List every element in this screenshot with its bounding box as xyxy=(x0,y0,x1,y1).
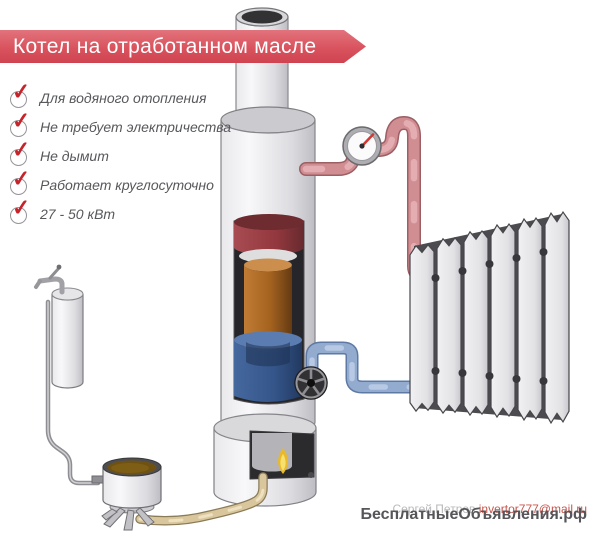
gauge-needle xyxy=(360,133,375,148)
cold-return-pipe xyxy=(305,341,439,394)
list-item: ✓ Не требует электричества xyxy=(10,107,232,141)
oil-bowl xyxy=(91,457,162,531)
chimney-opening xyxy=(241,10,283,24)
watermark-contact: Сергей Петров invertor777@mail.ru xyxy=(360,502,587,516)
drain-valve-icon xyxy=(294,366,328,400)
contact-email: invertor777@mail.ru xyxy=(478,502,587,516)
check-icon: ✓ xyxy=(10,136,31,166)
burner-base xyxy=(213,413,317,507)
contact-name: Сергей Петров xyxy=(392,502,476,516)
radiator xyxy=(409,211,570,424)
oil-tap-icon xyxy=(34,264,65,295)
oil-feed-pipe xyxy=(135,472,268,526)
feature-label: 27 - 50 кВт xyxy=(40,205,116,222)
radiator-connectors xyxy=(431,248,548,385)
page-title: Котел на отработанном масле xyxy=(13,34,317,58)
list-item: ✓ Работает круглосуточно xyxy=(10,165,231,199)
watermark: Сергей Петров invertor777@mail.ru Беспла… xyxy=(360,502,587,524)
list-item: ✓ 27 - 50 кВт xyxy=(10,194,231,228)
oil-tank xyxy=(34,264,84,389)
title-banner: Котел на отработанном масле xyxy=(0,30,366,63)
check-icon: ✓ xyxy=(10,78,31,108)
check-icon: ✓ xyxy=(10,194,31,224)
hot-band-top xyxy=(234,214,304,230)
feature-list: ✓ Для водяного отопления ✓ Не требует эл… xyxy=(10,78,232,228)
boiler-cutaway xyxy=(233,214,305,405)
feature-label: Для водяного отопления xyxy=(40,89,207,106)
feature-label: Не дымит xyxy=(40,147,109,164)
list-item: ✓ Не дымит xyxy=(10,136,231,170)
watermark-site: БесплатныеОбъявления.рф xyxy=(360,506,587,524)
feature-label: Не требует электричества xyxy=(40,118,232,135)
bowl-stand xyxy=(101,507,155,531)
check-icon: ✓ xyxy=(10,165,31,195)
list-item: ✓ Для водяного отопления xyxy=(10,78,231,112)
check-icon: ✓ xyxy=(10,107,31,137)
oil-supply-pipe xyxy=(45,299,101,486)
chimney xyxy=(235,7,289,119)
combustion-chamber xyxy=(244,265,292,352)
pressure-gauge-icon xyxy=(342,126,382,166)
feature-label: Работает круглосуточно xyxy=(40,176,214,193)
hot-band xyxy=(234,222,304,255)
